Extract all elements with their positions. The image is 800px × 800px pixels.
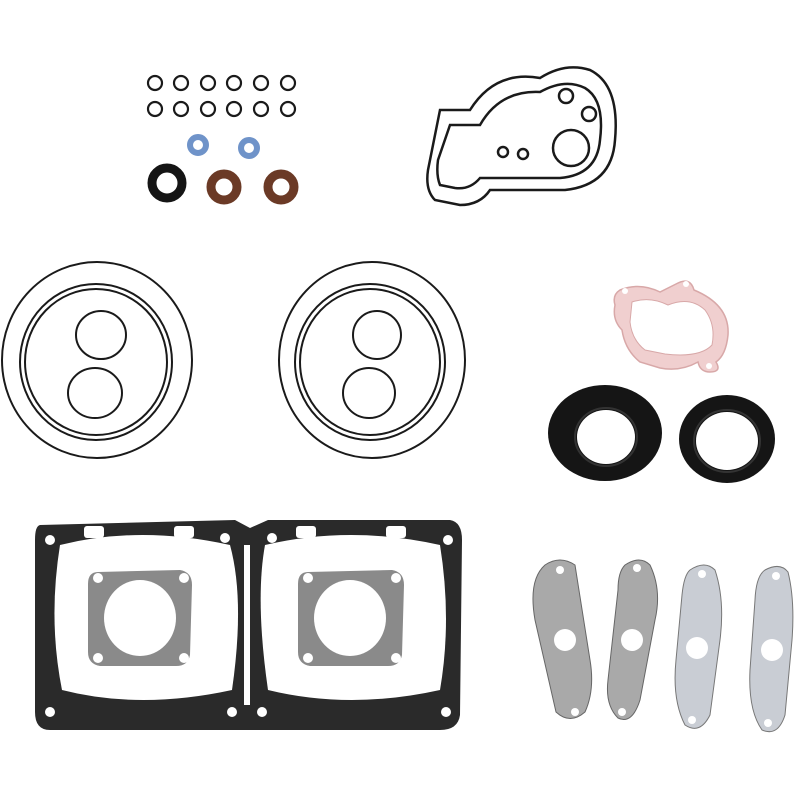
cylinder-head-o-ring-set-right xyxy=(278,261,466,459)
exhaust-flange-gasket-left xyxy=(88,570,192,666)
reed-block-gaskets xyxy=(532,559,794,733)
cylinder-base-gasket xyxy=(35,520,462,730)
black-oil-seal xyxy=(147,163,187,203)
water-pump-cover-gasket xyxy=(426,66,617,207)
brown-oil-seals xyxy=(206,169,299,205)
reed-block-gasket-1 xyxy=(532,559,593,719)
reed-block-gasket-4 xyxy=(749,566,794,733)
reed-block-gasket-2 xyxy=(607,559,659,720)
exhaust-flange-gasket-right xyxy=(298,570,404,666)
blue-o-rings xyxy=(187,134,260,159)
reed-block-gasket-3 xyxy=(674,564,723,729)
crankshaft-seals xyxy=(548,385,775,483)
cylinder-head-o-ring-set-left xyxy=(1,261,193,459)
small-o-rings xyxy=(146,74,297,118)
rotary-cover-gasket xyxy=(613,280,729,373)
